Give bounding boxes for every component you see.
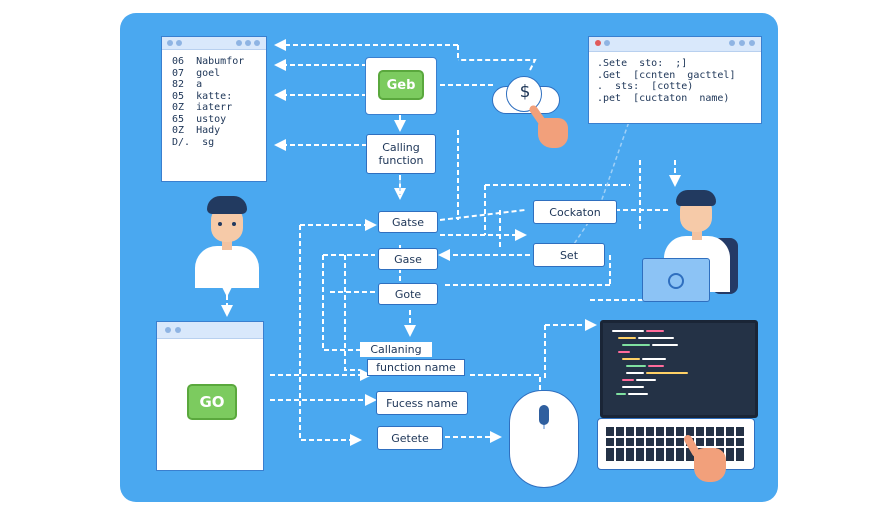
- code-line: .Sete sto: ;]: [597, 58, 688, 69]
- node-cockaton: Cockaton: [533, 200, 617, 224]
- window-title-bar: [157, 322, 263, 339]
- window-dot-icon: [739, 40, 745, 46]
- node-gase: Gase: [378, 248, 438, 270]
- window-dot-icon: [245, 40, 251, 46]
- code-line: 82 a: [172, 79, 203, 90]
- dollar-icon: $: [519, 82, 531, 102]
- keyboard-icon: [597, 418, 755, 470]
- code-line: D/. sg: [172, 136, 215, 148]
- mouse-icon: [509, 390, 579, 488]
- window-title-bar: [162, 37, 266, 50]
- cloud-icon: $: [492, 76, 560, 114]
- typing-hand-icon: [682, 433, 728, 484]
- node-label: Calling: [382, 141, 420, 154]
- person-left-avatar: [195, 196, 259, 288]
- node-calling-function-name: Callaning function name: [360, 341, 472, 377]
- geb-box: Geb: [365, 57, 437, 115]
- node-calling-function: Calling function: [366, 134, 436, 174]
- hand-pointer-icon: [527, 103, 570, 150]
- code-line: . sts: [cotte): [597, 81, 694, 92]
- go-window: GO: [156, 321, 264, 471]
- go-button[interactable]: GO: [187, 384, 237, 420]
- window-dot-icon: [175, 327, 181, 333]
- node-label: function name: [367, 359, 465, 376]
- node-getete: Getete: [377, 426, 443, 450]
- code-line: 07 goel: [172, 67, 221, 79]
- node-set: Set: [533, 243, 605, 267]
- window-dot-icon: [749, 40, 755, 46]
- code-line: 05 katte:: [172, 90, 233, 102]
- right-code-window: .Sete sto: ;] .Get [ccnten gacttel] . st…: [588, 36, 762, 124]
- window-dot-icon: [604, 40, 610, 46]
- code-line: 0Z Hady: [172, 125, 221, 136]
- code-monitor: [600, 320, 758, 418]
- window-title-bar: [589, 37, 761, 52]
- code-line: 06 Nabumfor: [172, 56, 245, 67]
- window-dot-icon: [165, 327, 171, 333]
- code-line: 65 ustoy: [172, 113, 227, 125]
- node-gatse: Gatse: [378, 211, 438, 233]
- node-label: function: [378, 154, 424, 167]
- geb-button[interactable]: Geb: [378, 70, 424, 100]
- laptop-icon: [642, 258, 710, 302]
- node-label: Callaning: [360, 342, 432, 357]
- left-code-window: 06 Nabumfor 07 goel 82 a 05 katte: 0Z ia…: [161, 36, 267, 182]
- window-close-icon: [595, 40, 601, 46]
- window-dot-icon: [167, 40, 173, 46]
- code-line: 0Z iaterr: [172, 102, 233, 113]
- window-dot-icon: [254, 40, 260, 46]
- code-lines-graphic: [612, 330, 688, 395]
- window-dot-icon: [236, 40, 242, 46]
- window-dot-icon: [176, 40, 182, 46]
- window-dot-icon: [729, 40, 735, 46]
- code-line: .Get [ccnten gacttel]: [597, 69, 736, 81]
- node-gote: Gote: [378, 283, 438, 305]
- code-line: .pet [cuctaton name): [597, 92, 730, 104]
- node-fucess-name: Fucess name: [376, 391, 468, 415]
